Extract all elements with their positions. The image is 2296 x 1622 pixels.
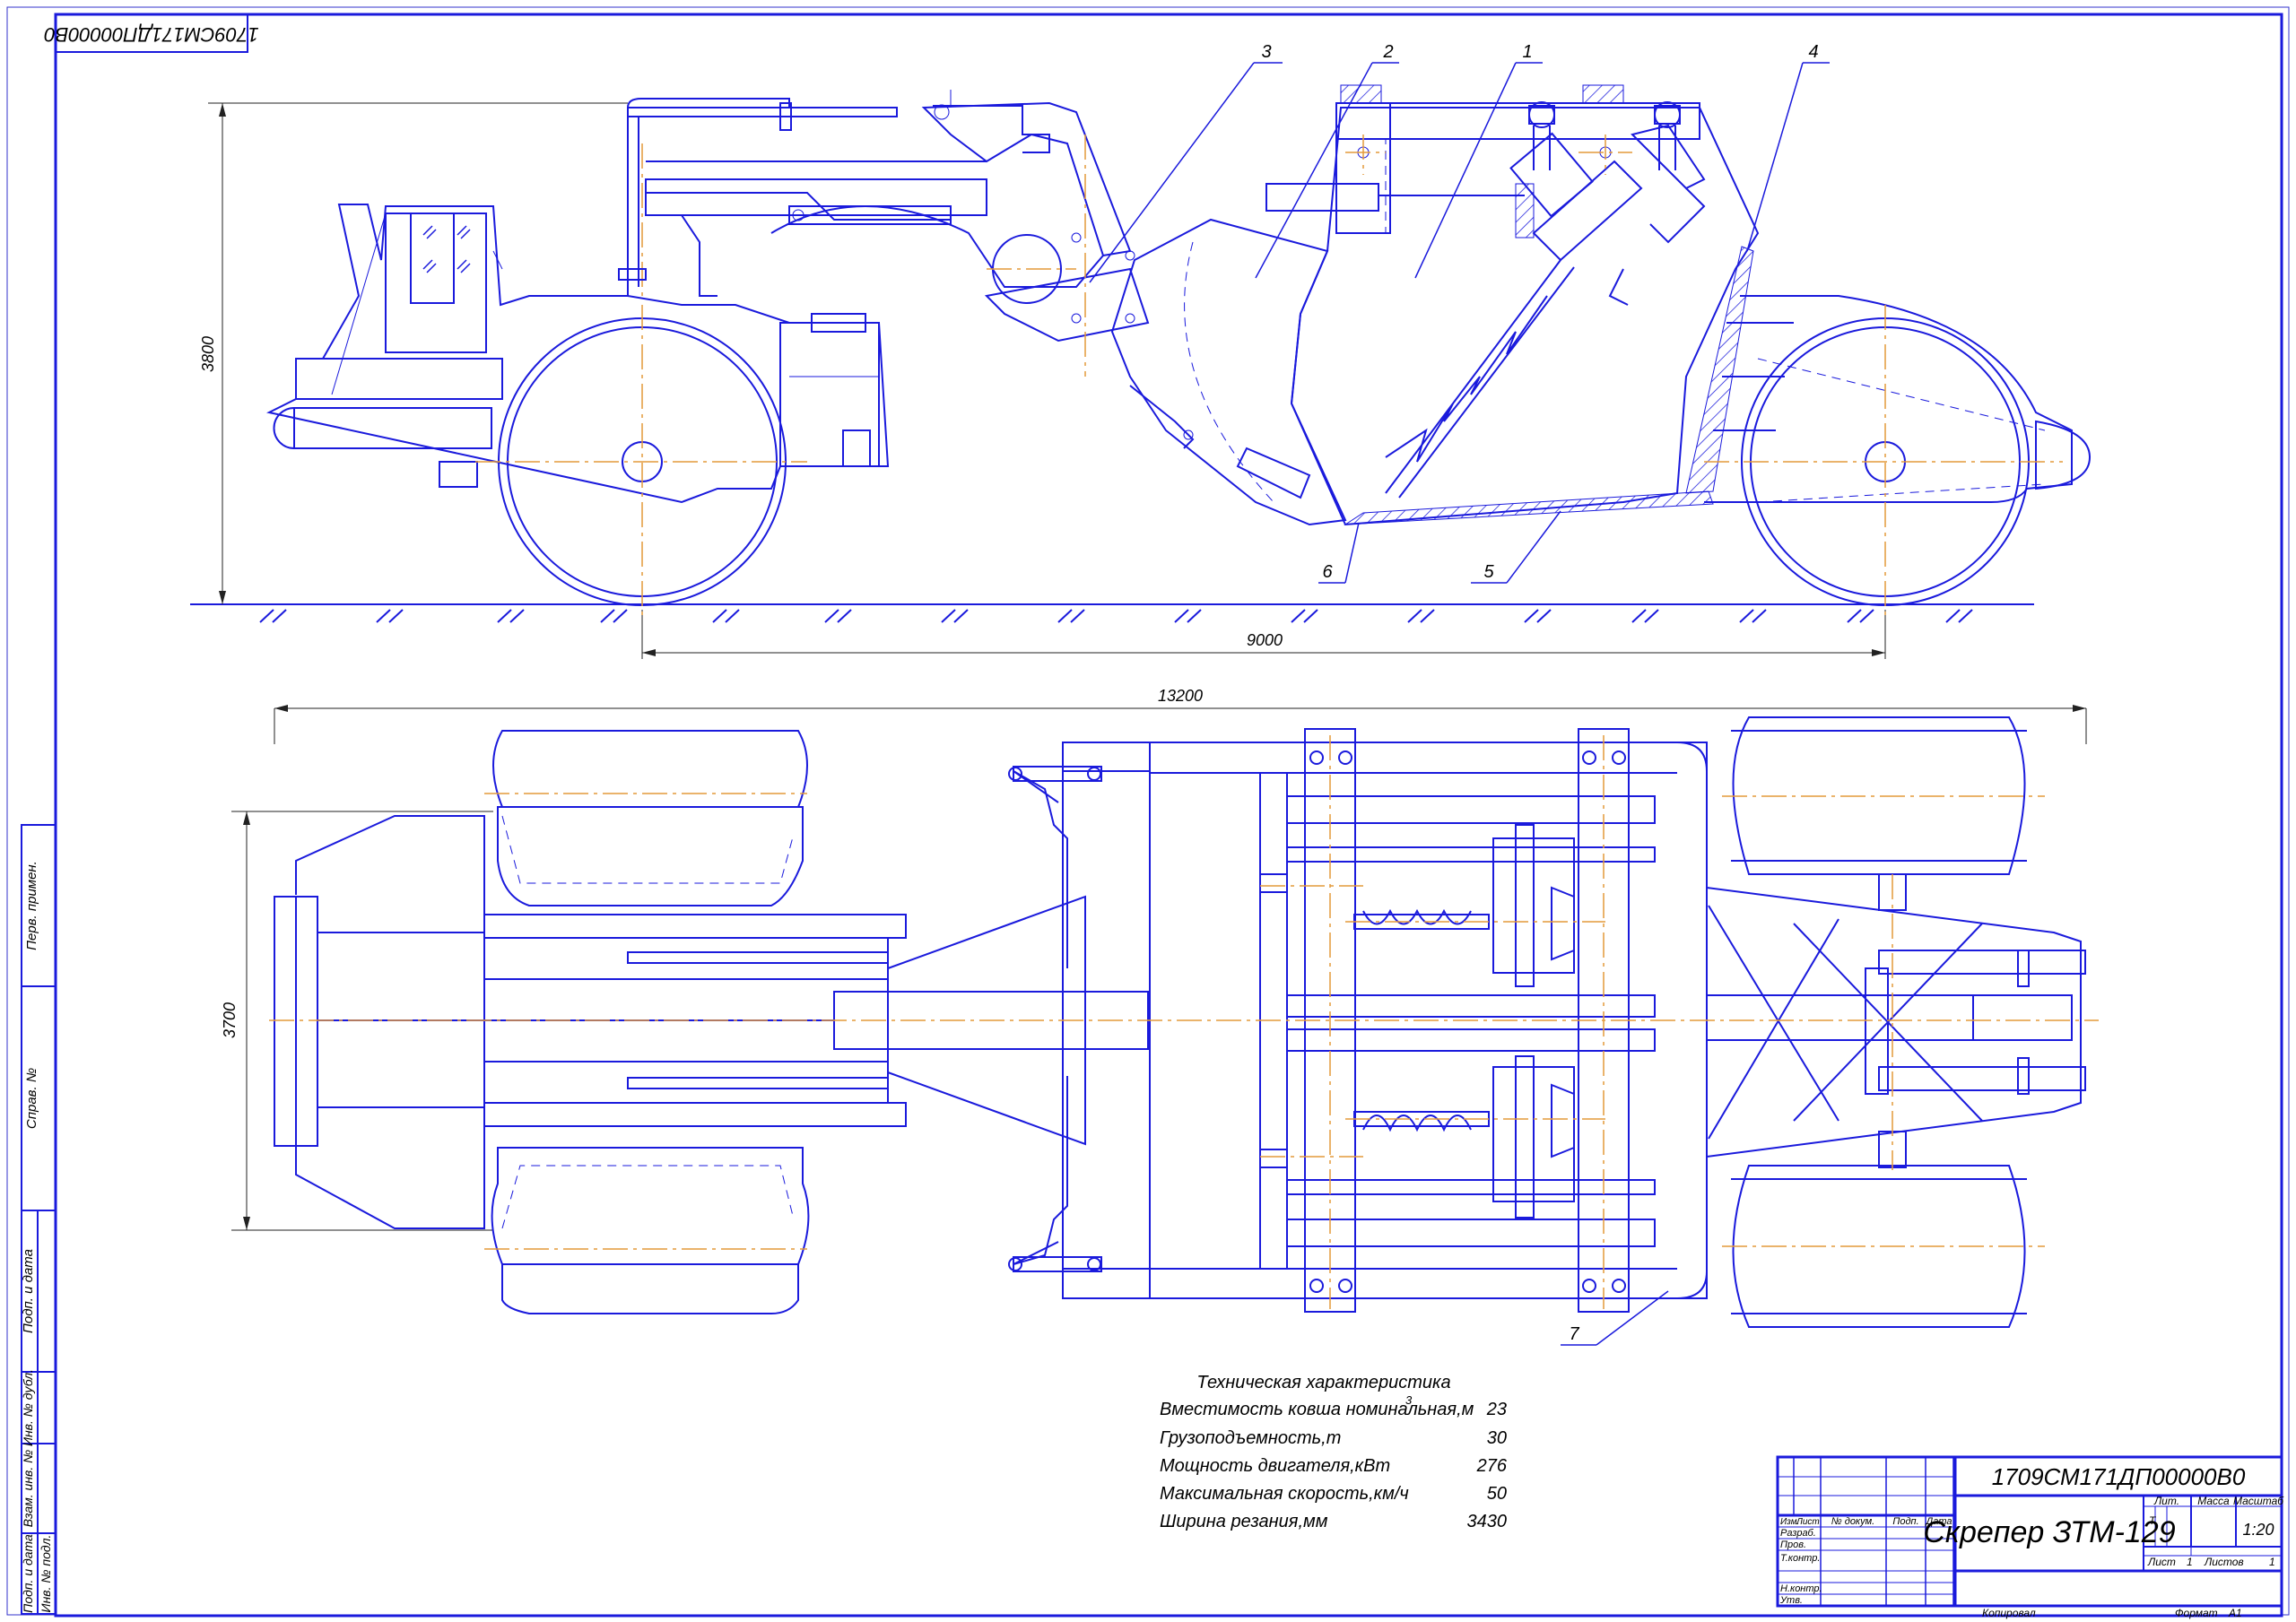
col-sign: Подп. [1892,1516,1918,1527]
callout-6: 6 [1322,562,1333,582]
side-label: Инв. № дубл. [21,1369,35,1446]
copied-label: Копировал [1982,1607,2036,1619]
role-tkontr: Т.контр. [1780,1553,1820,1564]
spec-value: 3430 [1467,1512,1508,1531]
role-utv: Утв. [1779,1595,1803,1606]
side-strip: Перв. примен. Справ. № Подп. и дата Инв.… [21,824,57,1615]
sheets-label: Листов [2204,1556,2244,1568]
sheet-label: Лист [2147,1556,2176,1568]
drawing-name: Скрепер ЗТМ-129 [1923,1515,2175,1549]
doc-code: 1709СМ171ДП00000В0 [1992,1463,2246,1490]
side-label: Подп. и дата [21,1249,36,1333]
dim-wheelbase: 9000 [1247,631,1283,649]
inner-frame [54,13,2283,1618]
top-stamp-text: 1709СМ171ДП00000В0 [44,23,259,46]
spec-value: 50 [1487,1484,1507,1504]
side-label: Взам. инв. № [21,1450,35,1528]
title-block-text: 1709СМ171ДП00000В0 Скрепер ЗТМ-129 Изм. … [1779,1463,2284,1619]
scale-value: 1:20 [2242,1521,2274,1539]
callout-3: 3 [1261,42,1271,62]
callout-4: 4 [1808,42,1818,62]
spec-sup: 3 [1405,1393,1413,1407]
role-prov: Пров. [1780,1540,1806,1550]
format-label: Формат [2175,1607,2218,1619]
spec-label: Вместимость ковша номинальная,м [1160,1400,1474,1419]
title-block [1776,1455,2283,1608]
lit-label: Лит. [2153,1495,2179,1507]
spec-value: 30 [1487,1428,1507,1448]
callout-5: 5 [1483,562,1494,582]
spec-value: 276 [1476,1456,1508,1476]
scale-label: Масштаб [2233,1495,2284,1507]
dim-width: 3700 [221,1002,239,1038]
col-izm: Изм. [1780,1517,1799,1527]
side-label: Подп. и дата [21,1534,35,1613]
lit-value: Т [2149,1514,2157,1527]
callout-7: 7 [1569,1324,1579,1344]
col-date: Дата [1924,1516,1952,1527]
format-value: А1 [2228,1607,2242,1619]
sheet-value: 1 [2187,1556,2193,1568]
top-stamp: 1709СМ171ДП00000В0 [44,13,259,53]
spec-title: Техническая характеристика [1196,1373,1450,1392]
col-doc: № докум. [1831,1516,1874,1527]
dim-height: 3800 [199,336,217,372]
mass-label: Масса [2197,1495,2230,1507]
callout-1: 1 [1522,42,1532,62]
spec-label: Мощность двигателя,кВт [1160,1456,1390,1476]
side-label: Перв. примен. [24,861,39,950]
top-view: 13200 3700 [221,687,2099,1346]
side-label: Инв. № подл. [39,1535,53,1613]
role-razrab: Разраб. [1780,1528,1816,1539]
dim-length: 13200 [1158,687,1203,705]
col-list: Лист [1796,1517,1820,1527]
side-label: Справ. № [24,1068,39,1129]
role-nkontr: Н.контр. [1780,1583,1822,1594]
sheets-value: 1 [2269,1556,2275,1568]
side-view: 3800 9000 [190,42,2092,659]
tech-spec: Техническая характеристика Вместимость к… [1160,1373,1508,1531]
spec-label: Грузоподъемность,т [1160,1428,1341,1448]
spec-label: Ширина резания,мм [1160,1512,1328,1531]
spec-label: Максимальная скорость,км/ч [1160,1484,1409,1504]
callout-2: 2 [1382,42,1393,62]
spec-value: 23 [1486,1400,1507,1419]
